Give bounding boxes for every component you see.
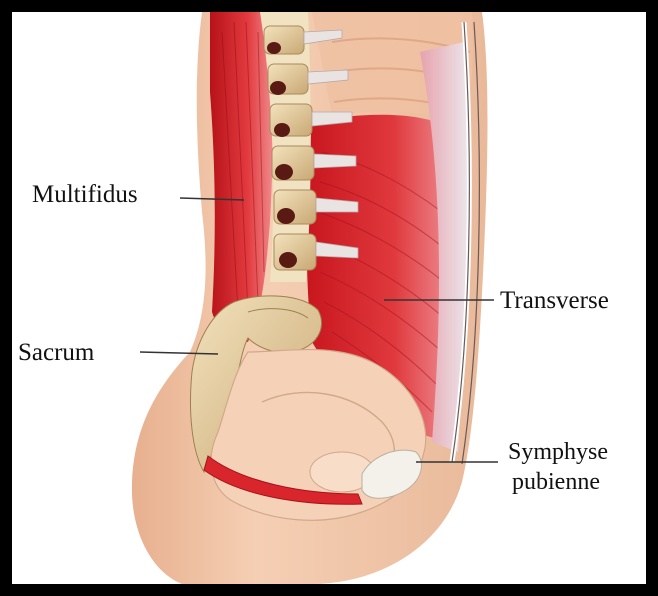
label-pubienne: pubienne <box>512 470 600 494</box>
label-symphyse: Symphyse <box>508 440 608 464</box>
label-multifidus: Multifidus <box>32 182 138 207</box>
label-transverse: Transverse <box>500 288 609 313</box>
label-sacrum: Sacrum <box>18 340 94 365</box>
